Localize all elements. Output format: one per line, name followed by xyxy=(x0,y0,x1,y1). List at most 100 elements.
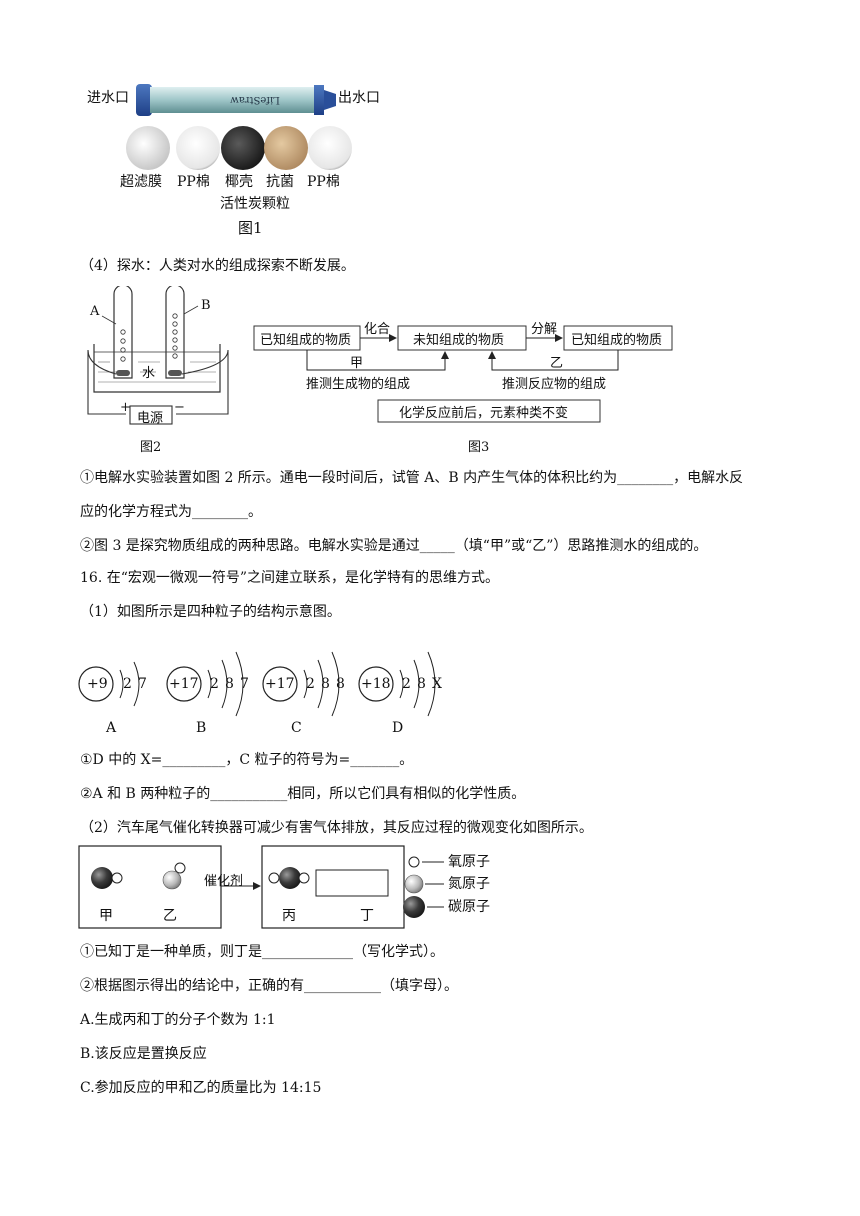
atom-b-shell-1: 2 xyxy=(210,676,219,692)
path-yi xyxy=(488,350,619,371)
wire-right xyxy=(176,349,229,415)
molecule-bing xyxy=(268,867,310,889)
wire-left xyxy=(87,349,126,415)
test-tube-b xyxy=(165,284,185,379)
layer-label-5: PP棉 xyxy=(307,174,340,190)
option-a: A.生成丙和丁的分子个数为 1:1 xyxy=(80,1012,276,1028)
straw-brand: LifeStraw xyxy=(230,94,280,105)
straw-mouthpiece xyxy=(324,90,336,110)
legend-carbon-label: 碳原子 xyxy=(448,899,490,915)
water-basin xyxy=(93,344,221,393)
antibacterial-disc xyxy=(264,126,308,170)
ding-blank-box xyxy=(315,869,389,897)
label-jia: 甲 xyxy=(350,356,364,371)
atom-a-shell-2: 7 xyxy=(138,676,147,692)
q16-title: 16. 在“宏观一微观一符号”之间建立联系，是化学特有的思维方式。 xyxy=(80,570,500,586)
box-unknown-text: 未知组成的物质 xyxy=(413,333,505,348)
atom-a-nucleus: +9 xyxy=(87,676,108,692)
atom-b xyxy=(166,651,244,717)
inlet-label: 进水口 xyxy=(87,90,129,106)
atom-d-label: D xyxy=(392,720,404,736)
atom-a xyxy=(78,661,140,707)
label-jia: 甲 xyxy=(99,908,113,924)
tube-label-a: A xyxy=(90,304,100,319)
atom-b-shell-3: 7 xyxy=(240,676,249,692)
label-infer-reactants: 推测反应物的组成 xyxy=(502,377,607,392)
path-jia xyxy=(306,350,449,371)
pp-cotton-disc-1 xyxy=(176,126,220,170)
label-ding: 丁 xyxy=(360,908,374,924)
straw-cap-left xyxy=(136,84,152,116)
reaction-diagram: 催化剂 甲 乙 丙 丁 氧原子 氮原子 碳原子 xyxy=(78,842,508,932)
label-combine: 化合 xyxy=(364,322,391,337)
figure-3-caption: 图3 xyxy=(468,440,490,455)
q16-sub1: （1）如图所示是四种粒子的结构示意图。 xyxy=(80,604,341,620)
straw-body xyxy=(150,87,316,113)
coconut-carbon-disc xyxy=(221,126,265,170)
box-unknown xyxy=(397,325,527,351)
layer-label-3: 椰壳 xyxy=(225,174,253,190)
atom-c-shell-1: 2 xyxy=(306,676,315,692)
q4-part1-line1: ①电解水实验装置如图 2 所示。通电一段时间后，试管 A、B 内产生气体的体积比… xyxy=(80,470,744,486)
filter-straw-illustration: LifeStraw xyxy=(126,84,352,170)
principle-text: 化学反应前后，元素种类不变 xyxy=(399,406,569,421)
q16-a1: ①D 中的 X=_________，C 粒子的符号为=_______。 xyxy=(80,752,414,768)
plus-label: + xyxy=(120,400,131,415)
q16-b2: ②根据图示得出的结论中，正确的有___________（填字母）。 xyxy=(80,978,458,994)
label-decompose: 分解 xyxy=(531,322,558,337)
atom-c xyxy=(262,651,340,717)
box-known-left-text: 已知组成的物质 xyxy=(260,333,352,348)
q4-part1-line2: 应的化学方程式为________。 xyxy=(80,504,262,520)
atom-d xyxy=(358,651,436,717)
composition-flow-diagram xyxy=(253,325,673,423)
power-supply xyxy=(129,405,173,425)
catalyst-label: 催化剂 xyxy=(204,874,244,889)
atom-c-shell-2: 8 xyxy=(321,676,330,692)
atom-b-shell-2: 8 xyxy=(225,676,234,692)
atom-d-shell-2: 8 xyxy=(417,676,426,692)
layer-label-4: 抗菌 xyxy=(266,174,294,190)
legend-carbon-icon xyxy=(403,896,425,918)
layer-label-2: PP棉 xyxy=(177,174,210,190)
legend-oxygen-icon xyxy=(408,856,420,868)
electrolysis-apparatus xyxy=(87,284,229,425)
legend xyxy=(403,856,444,918)
bubbles-a xyxy=(120,329,126,362)
atom-c-label: C xyxy=(291,720,302,736)
option-b: B.该反应是置换反应 xyxy=(80,1046,207,1062)
layer-sublabel: 活性炭颗粒 xyxy=(220,196,290,212)
figure-2: A B 水 电源 + − 图2 xyxy=(80,284,240,456)
q4-part2: ②图 3 是探究物质组成的两种思路。电解水实验是通过_____（填“甲”或“乙”… xyxy=(80,538,708,554)
legend-nitrogen-icon xyxy=(404,874,424,894)
figure-1-caption: 图1 xyxy=(238,219,263,237)
section-4-heading: （4）探水：人类对水的组成探索不断发展。 xyxy=(80,258,355,274)
atom-a-label: A xyxy=(106,720,117,736)
molecule-yi xyxy=(162,862,186,890)
power-label: 电源 xyxy=(137,411,164,426)
label-yi: 乙 xyxy=(163,908,177,924)
outlet-label: 出水口 xyxy=(338,90,380,106)
atom-b-nucleus: +17 xyxy=(169,676,199,692)
option-c: C.参加反应的甲和乙的质量比为 14:15 xyxy=(80,1080,322,1096)
minus-label: − xyxy=(174,400,185,415)
atom-d-shell-3: X xyxy=(432,676,442,692)
water-label: 水 xyxy=(142,366,156,381)
atom-d-nucleus: +18 xyxy=(361,676,391,692)
atom-structure-diagrams: +9 +17 +17 +18 2 7 2 8 7 2 8 8 2 8 X A B… xyxy=(76,636,456,740)
q16-b1: ①已知丁是一种单质，则丁是_____________（写化学式）。 xyxy=(80,944,444,960)
box-known-right xyxy=(563,325,673,351)
box-principle xyxy=(377,399,601,423)
test-tube-a xyxy=(113,284,133,379)
molecule-jia xyxy=(91,867,123,889)
tube-label-b: B xyxy=(201,298,211,313)
atom-a-shell-1: 2 xyxy=(123,676,132,692)
label-yi: 乙 xyxy=(550,356,564,371)
figure-3: 已知组成的物质 未知组成的物质 已知组成的物质 化合 分解 甲 乙 推测生成物的… xyxy=(250,300,680,460)
legend-nitrogen-label: 氮原子 xyxy=(448,876,490,892)
atom-c-shell-3: 8 xyxy=(336,676,345,692)
figure-1: LifeStraw 进水口 出水口 超滤膜 PP棉 椰壳 抗菌 PP棉 活性炭颗… xyxy=(80,70,400,240)
atom-d-shell-1: 2 xyxy=(402,676,411,692)
ultrafiltration-disc xyxy=(126,126,170,170)
pp-cotton-disc-2 xyxy=(308,126,352,170)
legend-oxygen-label: 氧原子 xyxy=(448,854,490,870)
